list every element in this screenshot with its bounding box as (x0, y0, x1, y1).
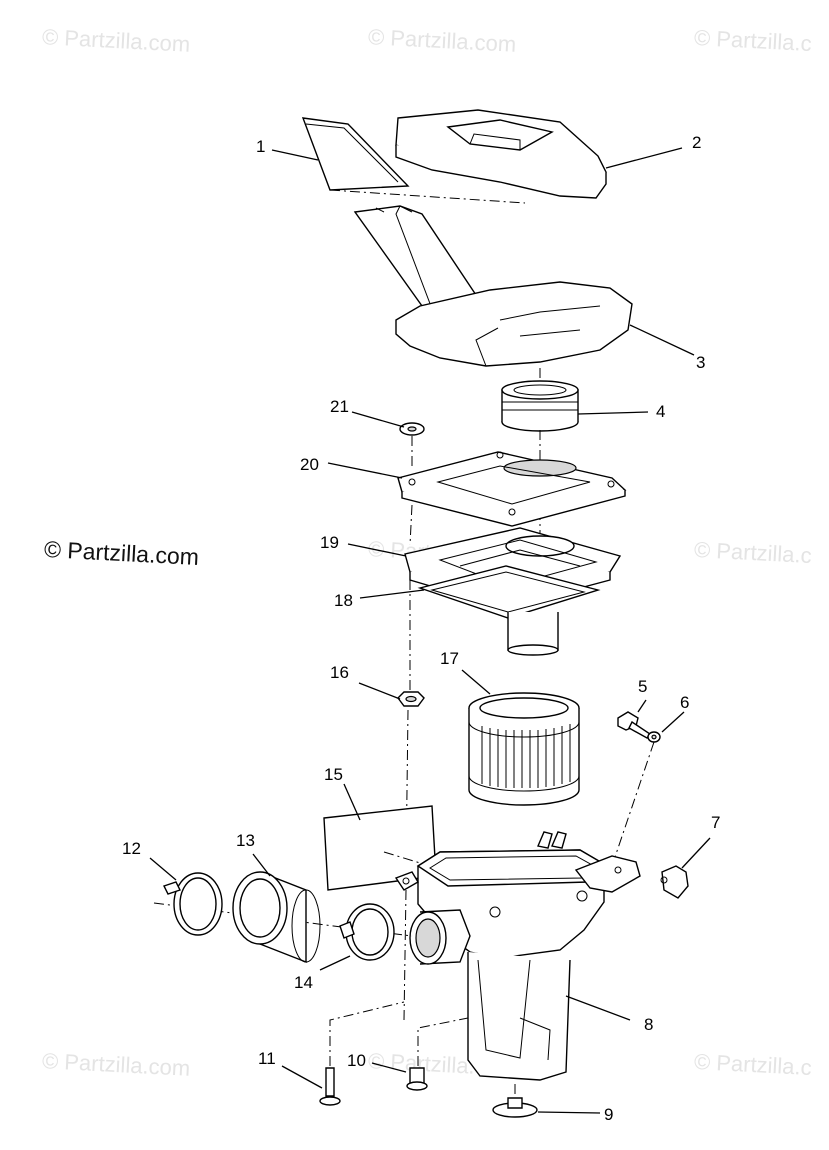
part-9-drain-valve (492, 1084, 538, 1118)
part-1-flap (301, 117, 526, 204)
part-2-foam-seal (395, 109, 607, 199)
callout-19: 19 (320, 533, 339, 552)
callout-3: 3 (696, 353, 705, 372)
callout-20: 20 (300, 455, 319, 474)
callout-10: 10 (347, 1051, 366, 1070)
assembly-centerline (403, 436, 413, 1021)
callout-16: 16 (330, 663, 349, 682)
part-6-washer (613, 731, 661, 861)
part-10-stud (406, 1017, 469, 1091)
part-7-bracket (660, 865, 689, 899)
callout-1: 1 (256, 137, 265, 156)
part-3-snorkel-cover (353, 205, 633, 367)
part-14-clamp (339, 903, 395, 961)
callout-12: 12 (122, 839, 141, 858)
part-12-clamp (163, 872, 223, 936)
callout-13: 13 (236, 831, 255, 850)
part-20-top-plate (397, 451, 627, 527)
callout-2: 2 (692, 133, 701, 152)
part-18-gasket (417, 565, 601, 619)
callout-7: 7 (711, 813, 720, 832)
part-5-bolt (617, 711, 652, 739)
callout-8: 8 (644, 1015, 653, 1034)
outlet-tube (507, 612, 559, 656)
part-11-screw (319, 1001, 405, 1106)
part-13-coupler (232, 871, 321, 964)
part-4-boot (501, 368, 579, 432)
callout-21: 21 (330, 397, 349, 416)
callout-6: 6 (680, 693, 689, 712)
callout-5: 5 (638, 677, 647, 696)
part-17-air-filter (468, 692, 580, 806)
callout-9: 9 (604, 1105, 613, 1124)
callout-15: 15 (324, 765, 343, 784)
callout-14: 14 (294, 973, 313, 992)
leader-lines (149, 147, 711, 1114)
part-21-clip (399, 422, 425, 436)
callout-4: 4 (656, 402, 665, 421)
callout-18: 18 (334, 591, 353, 610)
callout-17: 17 (440, 649, 459, 668)
part-16-nut (397, 691, 425, 707)
callout-11: 11 (258, 1049, 276, 1068)
part-8-air-box (394, 831, 641, 1081)
